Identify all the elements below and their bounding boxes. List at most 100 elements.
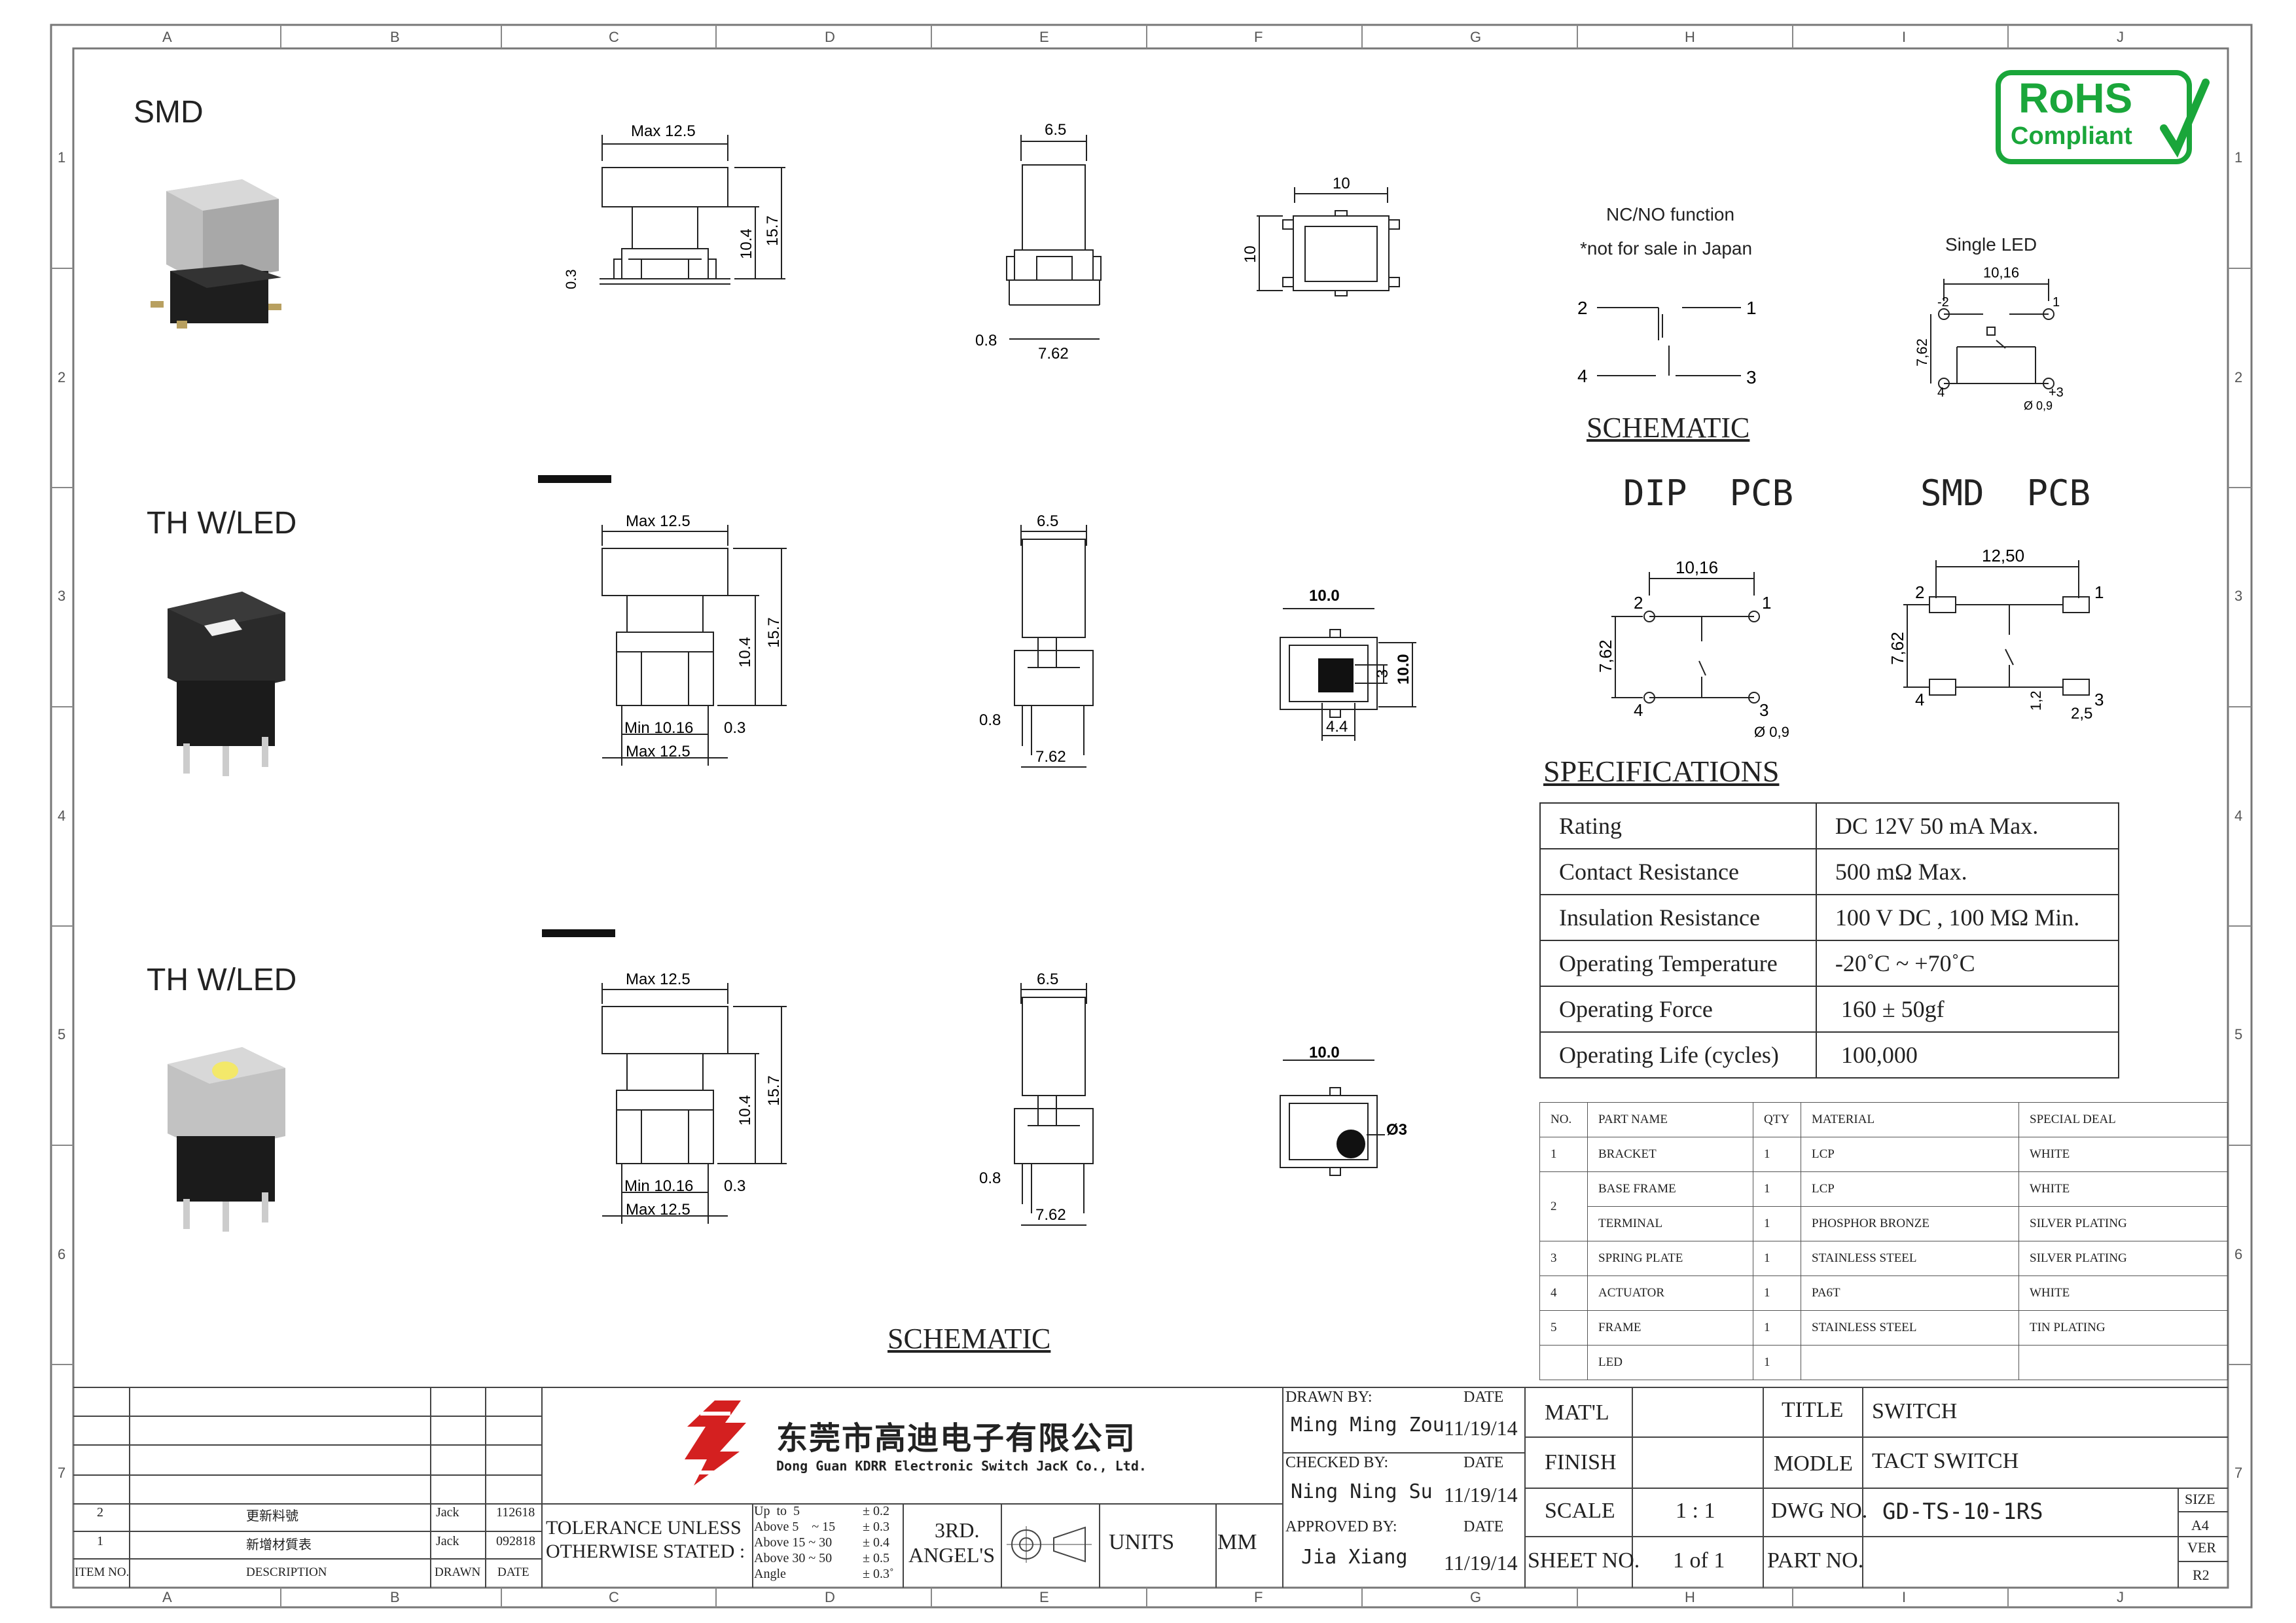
smd-pin-4: 4 (1915, 690, 1924, 709)
dim-max-12-5-bottom: Max 12.5 (626, 1201, 691, 1219)
approved-by-label: APPROVED BY: (1285, 1518, 1397, 1535)
single-led-pin-1: 1 (2053, 295, 2060, 310)
dim-3: 3 (1374, 669, 1391, 678)
rohs-logo: RoHS Compliant (1996, 70, 2210, 164)
part-name: LED (1587, 1345, 1753, 1380)
dim-6-5: 6.5 (1045, 121, 1066, 139)
tolerance-value-4: ± 0.5 (863, 1551, 889, 1565)
schematic-japan-note: *not for sale in Japan (1580, 238, 1753, 259)
scale-label: SCALE (1545, 1499, 1615, 1523)
title-value: SWITCH (1872, 1399, 1958, 1423)
smd-pcb-footprint: 12,50 7,62 2 1 4 3 2,5 1,2 (1888, 546, 2104, 722)
schematic-function-label: NC/NO function (1606, 204, 1735, 224)
part-material: STAINLESS STEEL (1801, 1310, 2019, 1346)
smd-pin-3: 3 (2094, 690, 2104, 709)
single-led-title: Single LED (1945, 234, 2037, 255)
checked-date-label: DATE (1463, 1454, 1504, 1471)
dim-min-10-16: Min 10.16 (624, 719, 693, 737)
dim-10-top: 10 (1333, 175, 1350, 192)
company-name-cn: 东莞市高迪电子有限公司 (776, 1421, 1137, 1456)
dim-0-3: 0.3 (724, 719, 745, 737)
zone-label-top-c: C (609, 29, 619, 45)
zone-label-right-1: 1 (2234, 149, 2243, 166)
part-name: BRACKET (1587, 1137, 1753, 1172)
checked-by-label: CHECKED BY: (1285, 1454, 1389, 1471)
zone-label-bottom-e: E (1039, 1589, 1049, 1605)
spec-value: 100,000 (1815, 1031, 2120, 1079)
dim-max-12-5: Max 12.5 (626, 512, 691, 530)
led-window (1318, 658, 1354, 692)
zone-label-left-4: 4 (58, 808, 66, 824)
dim-min-10-16: Min 10.16 (624, 1177, 693, 1195)
section-bar-1 (538, 475, 611, 483)
spec-value: 100 V DC , 100 MΩ Min. (1815, 894, 2120, 941)
dim-max-12-5-bottom: Max 12.5 (626, 743, 691, 760)
zone-label-top-b: B (390, 29, 400, 45)
rev-header-date: DATE (497, 1565, 529, 1579)
rev-1-by: Jack (436, 1534, 459, 1548)
approved-date-value: 11/19/14 (1444, 1551, 1518, 1575)
zone-label-left-7: 7 (58, 1465, 66, 1481)
smd-height: 7,62 (1888, 632, 1907, 665)
company-name-en: Dong Guan KDRR Electronic Switch JacK Co… (776, 1458, 1147, 1474)
drawn-by-label: DRAWN BY: (1285, 1389, 1372, 1406)
part-no-label: PART NO. (1767, 1548, 1864, 1573)
scale-value: 1 : 1 (1676, 1499, 1715, 1523)
tolerance-range-3: Above 15 ~ 30 (754, 1535, 833, 1550)
rev-2-no: 2 (97, 1505, 103, 1520)
tolerance-range-4: Above 30 ~ 50 (754, 1551, 833, 1565)
led-round-window (1336, 1130, 1365, 1158)
rev-2-by: Jack (436, 1505, 459, 1520)
dip-height: 7,62 (1596, 639, 1615, 673)
parts-col-material: MATERIAL (1801, 1102, 2019, 1137)
dim-0-8: 0.8 (979, 1169, 1001, 1187)
spec-row: Operating Temperature-20˚C ~ +70˚C (1539, 940, 2120, 987)
title-label: TITLE (1782, 1398, 1844, 1422)
finish-label: FINISH (1545, 1450, 1617, 1474)
part-no (1539, 1345, 1588, 1380)
dip-hole: Ø 0,9 (1754, 724, 1789, 740)
schematic-top-title: SCHEMATIC (1587, 412, 1750, 444)
single-led-hole: Ø 0,9 (2024, 399, 2053, 412)
size-label: SIZE (2185, 1491, 2215, 1507)
parts-col-name: PART NAME (1587, 1102, 1753, 1137)
part-name: ACTUATOR (1587, 1275, 1753, 1311)
part-material: PA6T (1801, 1275, 2019, 1311)
zone-label-bottom-c: C (609, 1589, 619, 1605)
tolerance-value-1: ± 0.2 (863, 1504, 889, 1518)
drawing-th-led2-front: Max 12.5 10.4 15.7 Min 10.16 Max 12.5 0.… (601, 971, 787, 1224)
single-led-pitch: 10,16 (1983, 264, 2019, 281)
drawn-by-value: Ming Ming Zou (1291, 1414, 1444, 1436)
zone-label-left-1: 1 (58, 149, 66, 166)
parts-header-row: NO. PART NAME QTY MATERIAL SPECIAL DEAL (1539, 1102, 2228, 1137)
projection-label-2: ANGEL'S (908, 1543, 995, 1567)
zone-label-right-5: 5 (2234, 1026, 2243, 1043)
zone-label-bottom-b: B (390, 1589, 400, 1605)
rev-1-no: 1 (97, 1534, 103, 1548)
spec-value: 500 mΩ Max. (1815, 848, 2120, 895)
single-led-height: 7,62 (1914, 338, 1930, 366)
part-deal: TIN PLATING (2018, 1310, 2228, 1346)
tolerance-value-3: ± 0.4 (863, 1535, 889, 1550)
units-label: UNITS (1109, 1530, 1175, 1554)
dim-7-62: 7.62 (1038, 345, 1069, 363)
zone-label-bottom-g: G (1470, 1589, 1482, 1605)
dim-10-4: 10.4 (736, 637, 754, 668)
dim-0-3: 0.3 (563, 269, 579, 289)
dim-7-62: 7.62 (1035, 1206, 1066, 1224)
ver-value: R2 (2193, 1567, 2210, 1583)
dip-pcb-title: DIP PCB (1623, 473, 1794, 514)
part-material: LCP (1801, 1171, 2019, 1207)
spec-name: Insulation Resistance (1539, 894, 1817, 941)
schematic-switch-diagram: 2 1 4 3 (1577, 298, 1757, 387)
dim-10-side: 10 (1242, 245, 1259, 263)
rev-1-desc: 新增材質表 (246, 1538, 312, 1552)
part-qty: 1 (1753, 1345, 1801, 1380)
dim-6-5: 6.5 (1037, 971, 1058, 988)
dim-7-62: 7.62 (1035, 748, 1066, 766)
parts-col-qty: QTY (1753, 1102, 1801, 1137)
